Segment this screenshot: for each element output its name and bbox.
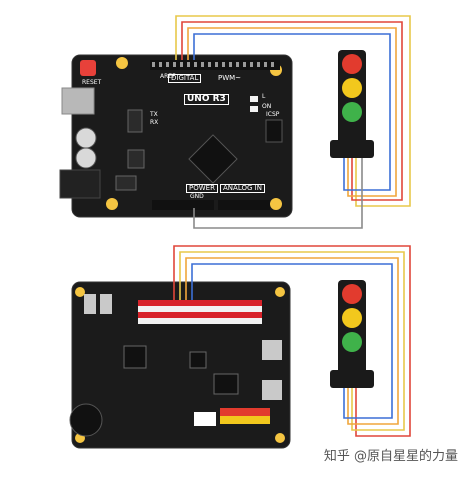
wire-blue	[193, 33, 391, 191]
wire-red	[173, 245, 411, 437]
traffic-light-base	[330, 140, 374, 158]
wire-blue	[191, 263, 393, 419]
header-strip-white	[138, 318, 262, 324]
header-red	[220, 408, 270, 416]
mount-hole	[275, 433, 285, 443]
smd-component	[127, 109, 143, 133]
ic-chip	[213, 373, 239, 395]
header-strip-red	[138, 312, 262, 318]
analog-label: ANALOG IN	[220, 184, 265, 193]
header-pin	[152, 62, 155, 67]
switch	[100, 294, 112, 314]
digital-pins	[152, 62, 274, 67]
header-pin	[215, 62, 218, 67]
buzzer	[69, 403, 103, 437]
mount-hole	[275, 287, 285, 297]
mount-hole	[106, 198, 118, 210]
watermark: 知乎 @原自星星的力量	[323, 449, 458, 464]
header-pin	[194, 62, 197, 67]
header-pin	[271, 62, 274, 67]
smd-led	[250, 96, 258, 102]
led-label-rx: RX	[150, 119, 159, 126]
bottom-wires	[173, 245, 411, 437]
pwm-label: PWM~	[218, 74, 242, 82]
mcu-chip	[188, 134, 238, 184]
smd-component	[127, 149, 145, 169]
icsp-header	[265, 119, 283, 143]
header-pin	[201, 62, 204, 67]
header-pin	[243, 62, 246, 67]
header-pin	[159, 62, 162, 67]
digital-label: DIGITAL	[168, 74, 202, 83]
switch	[84, 294, 96, 314]
lamp-yellow	[342, 308, 362, 328]
header-pin	[180, 62, 183, 67]
expansion-board	[69, 281, 291, 449]
aref-label: AREF	[160, 73, 176, 80]
ic-chip	[189, 351, 207, 369]
wire-gray	[193, 158, 363, 229]
traffic-light-base	[330, 370, 374, 388]
mount-hole	[116, 57, 128, 69]
header-pin	[264, 62, 267, 67]
capacitor	[75, 127, 97, 149]
power-header	[152, 200, 214, 210]
lamp-red	[342, 284, 362, 304]
ic-chip	[123, 345, 147, 369]
smd-led	[250, 106, 258, 112]
white-connector	[194, 412, 216, 426]
icsp-label: ICSP	[266, 111, 280, 118]
board-name: UNO R3	[184, 94, 229, 105]
mount-hole	[75, 287, 85, 297]
uno-r3-board	[59, 54, 293, 218]
reset-label: RESET	[82, 79, 102, 86]
led-label-on: ON	[262, 103, 272, 110]
connector	[262, 380, 282, 400]
header-pin	[173, 62, 176, 67]
header-strip-red	[138, 300, 262, 306]
header-pin	[229, 62, 232, 67]
gnd-label: GND	[190, 193, 204, 200]
lamp-yellow	[342, 78, 362, 98]
lamp-green	[342, 332, 362, 352]
wire-yellow	[175, 15, 411, 207]
wire-yellow	[179, 251, 405, 431]
lamp-red	[342, 54, 362, 74]
header-pin	[187, 62, 190, 67]
wire-red	[181, 21, 403, 201]
mount-hole	[270, 198, 282, 210]
regulator	[115, 175, 137, 191]
led-label-tx: TX	[150, 111, 158, 118]
lamp-green	[342, 102, 362, 122]
header-pin	[222, 62, 225, 67]
connector	[262, 340, 282, 360]
top-wires	[175, 15, 411, 229]
power-label: POWER	[186, 184, 218, 193]
header-pin	[208, 62, 211, 67]
reset-button	[80, 60, 96, 76]
header-pin	[250, 62, 253, 67]
header-strip-white	[138, 306, 262, 312]
header-pin	[257, 62, 260, 67]
capacitor	[75, 147, 97, 169]
led-label-l: L	[262, 93, 266, 100]
traffic-light-1	[330, 50, 374, 158]
header-pin	[166, 62, 169, 67]
header-yellow	[220, 416, 270, 424]
usb-jack	[61, 87, 95, 115]
traffic-light-2	[330, 280, 374, 388]
header-pin	[236, 62, 239, 67]
analog-header	[218, 200, 270, 210]
power-jack	[59, 169, 101, 199]
